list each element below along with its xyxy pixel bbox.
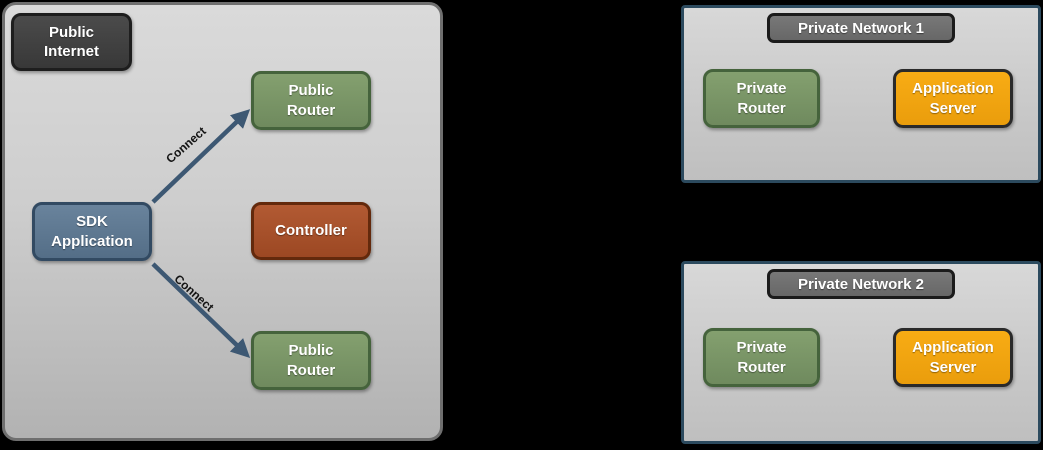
edge-connect-bottom[interactable] [151, 262, 251, 358]
edge-label-connect-top: Connect [163, 123, 209, 167]
private-network-1-title: Private Network 1 [767, 13, 955, 43]
node-sdk-application[interactable]: SDK Application [32, 202, 152, 261]
node-public-router-bottom-label: Public Router [286, 342, 336, 379]
node-public-router-top-label: Public Router [286, 82, 336, 119]
public-internet-zone[interactable]: Public Internet Public Router SDK Applic… [2, 2, 443, 441]
node-public-internet-label: Public Internet [43, 23, 99, 60]
node-application-server-1-label: Application Server [912, 80, 994, 117]
node-public-internet[interactable]: Public Internet [11, 13, 132, 71]
private-network-2-container[interactable]: Private Network 2 Private Router Applica… [681, 261, 1041, 444]
node-controller[interactable]: Controller [251, 202, 371, 260]
node-private-router-1-label: Private Router [736, 80, 787, 117]
node-sdk-application-label: SDK Application [51, 213, 133, 250]
node-controller-label: Controller [275, 222, 347, 240]
edge-label-connect-bottom: Connect [171, 271, 217, 315]
private-network-1-container[interactable]: Private Network 1 Private Router Applica… [681, 5, 1041, 183]
node-private-router-1[interactable]: Private Router [703, 69, 820, 128]
node-private-router-2-label: Private Router [736, 339, 787, 376]
node-public-router-bottom[interactable]: Public Router [251, 331, 371, 390]
node-application-server-2-label: Application Server [912, 339, 994, 376]
node-public-router-top[interactable]: Public Router [251, 71, 371, 130]
private-network-2-title: Private Network 2 [767, 269, 955, 299]
node-application-server-2[interactable]: Application Server [893, 328, 1013, 387]
node-private-router-2[interactable]: Private Router [703, 328, 820, 387]
node-application-server-1[interactable]: Application Server [893, 69, 1013, 128]
